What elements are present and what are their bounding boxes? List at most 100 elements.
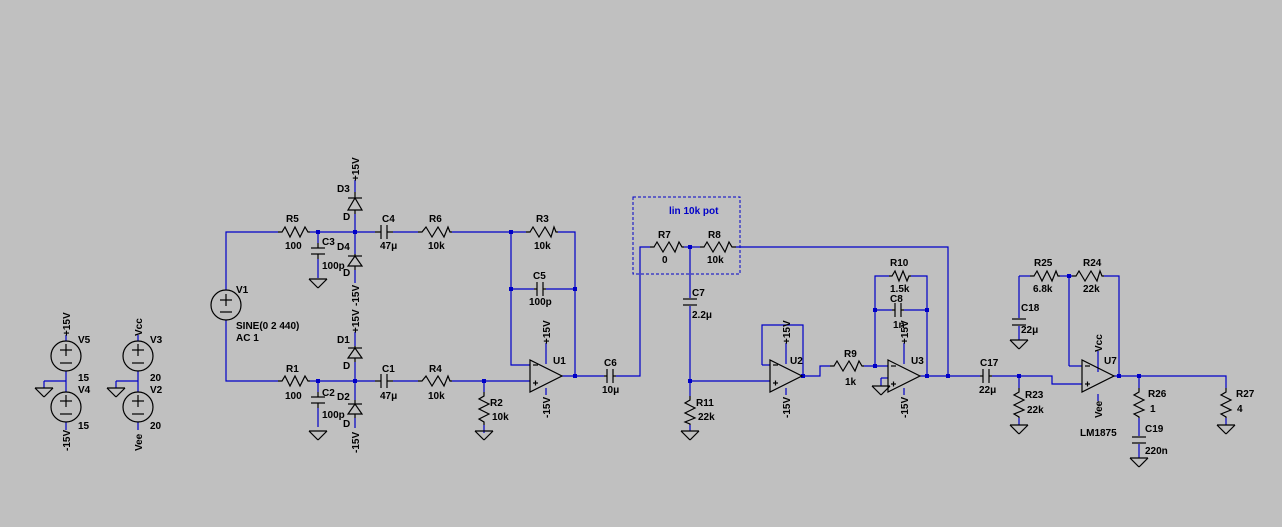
u1-vneg-label: -15V (542, 397, 553, 418)
v3-name: V3 (150, 335, 163, 346)
d2-rail-label: -15V (351, 432, 362, 453)
v3-value: 20 (150, 373, 162, 384)
capacitor-c2 (311, 392, 325, 408)
v1-name: V1 (236, 285, 249, 296)
d3-rail-label: +15V (351, 157, 362, 181)
resistor-r9 (830, 359, 864, 373)
c1-name: C1 (382, 364, 395, 375)
pot-annotation-box (632, 196, 741, 275)
u7-vcc-label: Vcc (1094, 334, 1105, 352)
u1-name: U1 (553, 356, 566, 367)
source-v2 (122, 391, 154, 423)
r23-value: 22k (1027, 405, 1044, 416)
r7-value: 0 (662, 255, 668, 266)
r5-value: 100 (285, 241, 302, 252)
v5-net-label: +15V (62, 312, 73, 336)
r5-name: R5 (286, 214, 299, 225)
capacitor-c5 (534, 282, 546, 296)
source-v4 (50, 391, 82, 423)
diode-d3 (346, 192, 364, 214)
resistors (278, 225, 1233, 425)
diode-d4 (346, 254, 364, 270)
net-labels: +15V -15V Vcc Vee +15V -15V +15V -15V +1… (62, 157, 1105, 453)
d4-name: D4 (337, 242, 350, 253)
opamp-u7 (1081, 359, 1116, 393)
resistor-r25 (1030, 269, 1060, 283)
source-v3 (122, 340, 154, 372)
d1-value: D (343, 361, 350, 372)
r4-value: 10k (428, 391, 445, 402)
u2-name: U2 (790, 356, 803, 367)
c17-value: 22μ (979, 385, 996, 396)
c18-name: C18 (1021, 303, 1040, 314)
resistor-r11 (683, 396, 697, 425)
r2-value: 10k (492, 412, 509, 423)
d3-value: D (343, 212, 350, 223)
resistor-r1 (278, 374, 310, 388)
component-labels: V1 SINE(0 2 440) AC 1 V5 15 V4 15 V3 20 … (78, 184, 1255, 457)
r26-name: R26 (1148, 389, 1167, 400)
r27-name: R27 (1236, 389, 1255, 400)
capacitor-c1 (375, 374, 393, 388)
u3-name: U3 (911, 356, 924, 367)
r8-name: R8 (708, 230, 721, 241)
d4-value: D (343, 268, 350, 279)
r9-name: R9 (844, 349, 857, 360)
d1-name: D1 (337, 335, 350, 346)
r1-value: 100 (285, 391, 302, 402)
u7-name: U7 (1104, 356, 1117, 367)
c8-name: C8 (890, 294, 903, 305)
resistor-r3 (526, 225, 558, 239)
c4-value: 47μ (380, 241, 397, 252)
resistor-r5 (278, 225, 310, 239)
resistor-r4 (418, 374, 452, 388)
u2-vpos-label: +15V (782, 320, 793, 344)
u7-part: LM1875 (1080, 428, 1117, 439)
r8-value: 10k (707, 255, 724, 266)
r2-name: R2 (490, 398, 503, 409)
r9-value: 1k (845, 377, 857, 388)
resistor-r27 (1219, 388, 1233, 418)
v2-net-label: Vee (134, 433, 145, 451)
capacitor-c18 (1012, 318, 1026, 326)
r7-name: R7 (658, 230, 671, 241)
source-v5 (50, 340, 82, 372)
c4-name: C4 (382, 214, 395, 225)
ground-symbols (34, 278, 1236, 468)
diodes (346, 192, 364, 418)
r3-name: R3 (536, 214, 549, 225)
u7-vee-label: Vee (1094, 400, 1105, 418)
resistor-r7 (650, 240, 684, 254)
v5-value: 15 (78, 373, 90, 384)
r11-value: 22k (698, 412, 715, 423)
c5-name: C5 (533, 271, 546, 282)
opamps (529, 359, 1116, 393)
c7-value: 2.2μ (692, 310, 712, 321)
v1-value: SINE(0 2 440) (236, 321, 299, 332)
c6-name: C6 (604, 358, 617, 369)
opamp-u1 (529, 359, 564, 393)
d4-rail-label: -15V (351, 285, 362, 306)
u2-vneg-label: -15V (782, 397, 793, 418)
diode-d1 (346, 346, 364, 362)
c2-name: C2 (322, 388, 335, 399)
resistor-r6 (418, 225, 452, 239)
r11-name: R11 (696, 398, 714, 409)
r10-name: R10 (890, 258, 909, 269)
u3-vneg-label: -15V (900, 397, 911, 418)
capacitor-c7 (683, 298, 697, 306)
junctions (316, 230, 1141, 383)
r24-name: R24 (1083, 258, 1102, 269)
r25-value: 6.8k (1033, 284, 1053, 295)
c8-value: 1n (893, 320, 905, 331)
c5-value: 100p (529, 297, 552, 308)
r1-name: R1 (286, 364, 299, 375)
capacitor-c6 (604, 369, 616, 383)
d2-name: D2 (337, 392, 350, 403)
d1-rail-label: +15V (351, 309, 362, 333)
r23-name: R23 (1025, 390, 1044, 401)
r24-value: 22k (1083, 284, 1100, 295)
v5-name: V5 (78, 335, 91, 346)
capacitor-c4 (375, 225, 393, 239)
